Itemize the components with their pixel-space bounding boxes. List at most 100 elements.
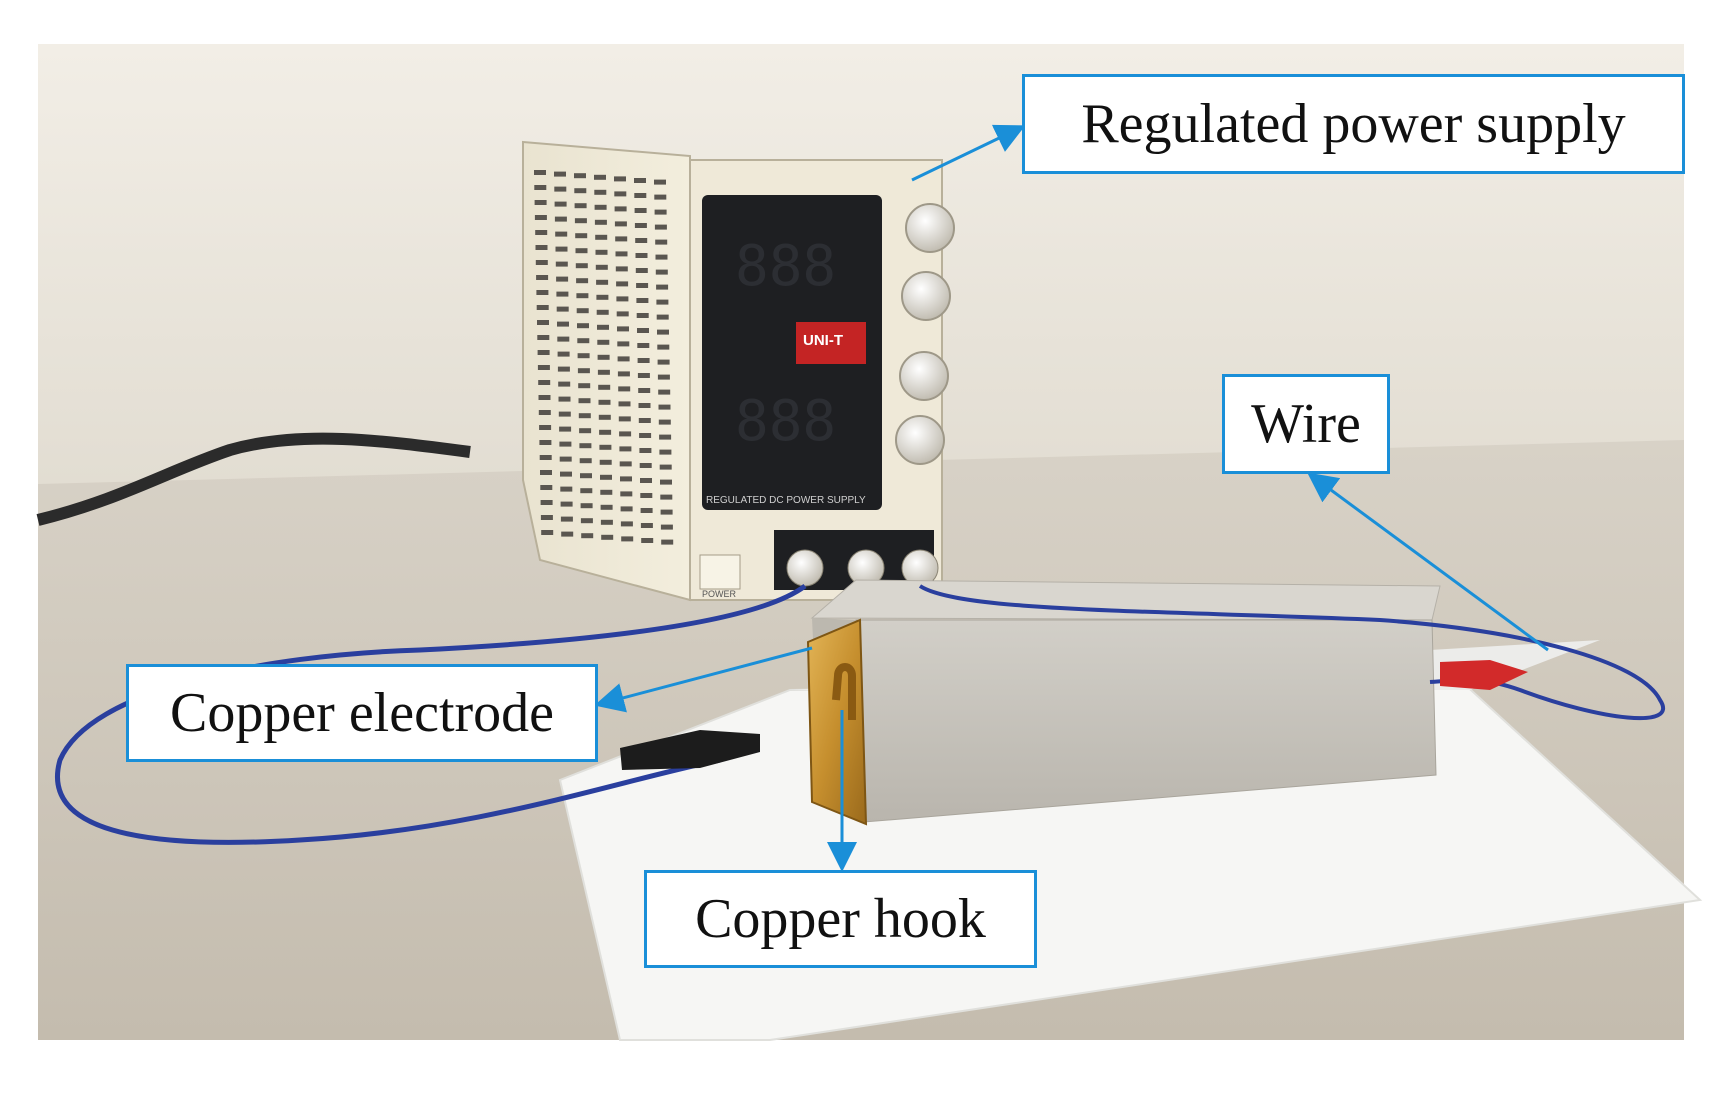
vent-hole <box>598 414 611 420</box>
concrete-specimen <box>810 579 1441 823</box>
vent-hole <box>597 354 610 360</box>
label-copper-electrode-text: Copper electrode <box>169 682 555 744</box>
specimen-top <box>810 579 1441 621</box>
label-regulated-power-supply: Regulated power supply <box>1022 74 1685 174</box>
vent-hole <box>600 504 613 510</box>
vent-hole <box>617 326 629 332</box>
vent-hole <box>657 374 670 380</box>
vent-hole <box>574 218 587 224</box>
brand-label: UNI-T <box>803 332 843 349</box>
blue-wire-right <box>918 584 1665 721</box>
vent-hole <box>654 209 667 215</box>
vent-hole <box>660 524 673 530</box>
vent-hole <box>554 201 567 207</box>
label-copper-hook-text: Copper hook <box>695 888 986 950</box>
vent-hole <box>538 380 551 385</box>
vent-hole <box>660 494 673 500</box>
vent-hole <box>616 311 629 317</box>
vent-hole <box>556 276 569 282</box>
vent-holes <box>534 170 674 545</box>
arrow-copper-electrode <box>594 646 813 713</box>
vent-hole <box>658 419 671 425</box>
vent-hole <box>654 224 667 230</box>
vent-hole <box>635 268 648 273</box>
vent-hole <box>556 291 569 297</box>
vent-hole <box>539 455 552 460</box>
vent-hole <box>636 298 649 303</box>
vent-hole <box>540 500 553 505</box>
label-copper-hook: Copper hook <box>644 870 1037 968</box>
vent-hole <box>559 456 572 462</box>
vent-hole <box>599 444 612 450</box>
vent-hole <box>595 264 608 270</box>
vent-hole <box>580 473 592 479</box>
vent-hole <box>594 204 607 210</box>
vent-hole <box>600 489 613 495</box>
vent-hole <box>537 350 550 355</box>
vent-hole <box>638 418 651 423</box>
vent-hole <box>554 171 566 177</box>
vent-hole <box>654 179 666 185</box>
vent-hole <box>656 314 669 320</box>
vent-hole <box>634 193 647 198</box>
vent-hole <box>575 248 588 254</box>
vent-hole <box>655 269 668 275</box>
vent-hole <box>534 215 547 220</box>
vent-hole <box>536 290 549 295</box>
vent-hole <box>620 521 633 527</box>
vent-hole <box>578 383 591 389</box>
vent-hole <box>537 335 550 340</box>
vent-hole <box>617 341 630 347</box>
red-alligator-clip <box>1440 660 1528 690</box>
vent-hole <box>637 358 650 363</box>
vent-hole <box>640 493 653 498</box>
voltage-coarse-knob <box>905 203 955 253</box>
current-display: 888 <box>735 389 836 454</box>
vent-hole <box>576 278 589 284</box>
vent-hole <box>634 223 647 228</box>
vent-hole <box>574 203 587 209</box>
vent-hole <box>594 219 607 225</box>
vent-hole <box>615 266 628 272</box>
display-panel <box>702 195 882 510</box>
vent-hole <box>555 246 568 252</box>
vent-hole <box>614 191 627 197</box>
vent-hole <box>597 339 610 345</box>
vent-hole <box>598 384 611 390</box>
vent-hole <box>617 356 630 362</box>
vent-hole <box>560 471 572 477</box>
vent-hole <box>574 173 586 179</box>
vent-hole <box>580 518 593 524</box>
vent-hole <box>599 429 612 435</box>
vent-hole <box>657 359 670 365</box>
vent-hole <box>660 479 672 485</box>
vent-hole <box>598 399 611 405</box>
vent-hole <box>558 381 571 387</box>
vent-hole <box>596 294 609 300</box>
vent-hole <box>657 329 669 335</box>
power-supply-unit: 888 888 UNI-T REGULATED DC POWER SUPPLY … <box>522 140 955 602</box>
vent-hole <box>619 446 632 452</box>
vent-hole <box>537 320 549 325</box>
vent-hole <box>594 189 607 195</box>
vent-hole <box>618 416 631 422</box>
vent-hole <box>579 428 592 434</box>
vent-hole <box>636 283 649 288</box>
vent-hole <box>619 461 632 467</box>
vent-hole <box>614 206 627 212</box>
photo-frame-bottom <box>0 1040 1722 1095</box>
copper-hook <box>832 663 856 720</box>
vent-hole <box>578 398 591 404</box>
vent-hole <box>621 536 634 542</box>
vent-hole <box>635 253 648 258</box>
vent-hole <box>574 188 587 194</box>
vent-hole <box>554 216 567 222</box>
vent-hole <box>660 509 673 515</box>
vent-hole <box>580 503 593 509</box>
vent-hole <box>579 443 592 449</box>
vent-hole <box>638 388 651 393</box>
vent-hole <box>614 221 627 227</box>
vent-hole <box>581 533 594 539</box>
vent-hole <box>557 351 570 357</box>
